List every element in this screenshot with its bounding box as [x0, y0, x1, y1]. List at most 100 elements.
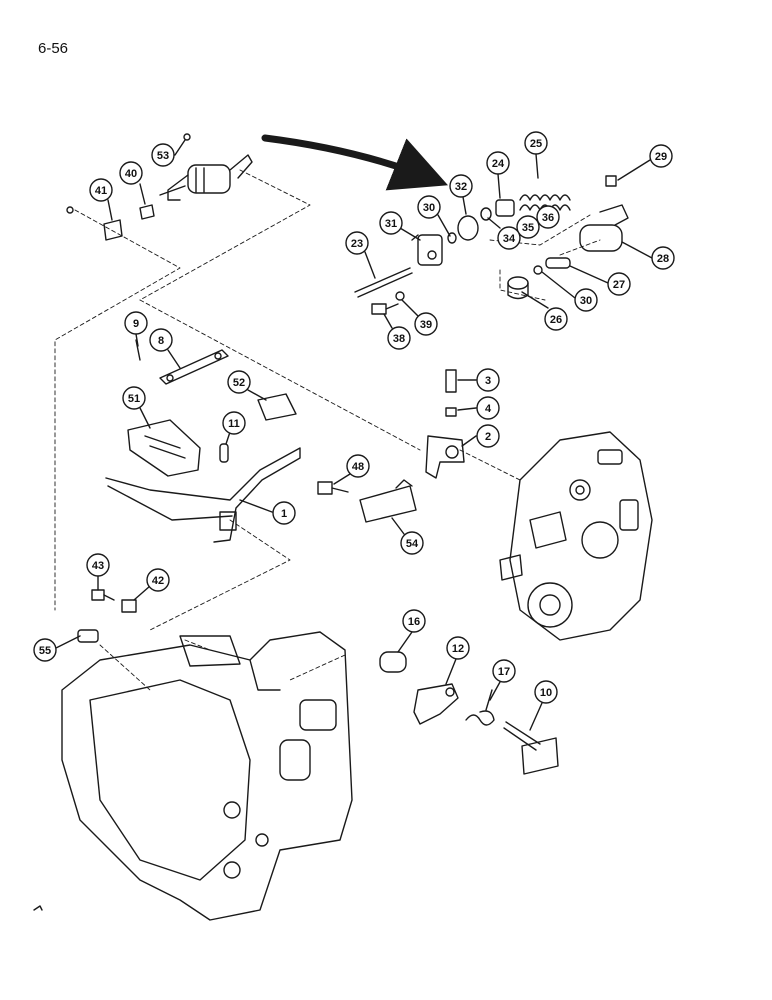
callout-12: 12 — [445, 636, 470, 685]
small-ring-part — [533, 265, 543, 275]
sleeve-16 — [379, 651, 407, 673]
svg-text:51: 51 — [128, 393, 140, 405]
callout-53: 53 — [151, 139, 186, 167]
svg-text:9: 9 — [133, 318, 139, 330]
rod-part — [354, 267, 413, 298]
spring-17 — [465, 689, 495, 726]
callout-32: 32 — [449, 174, 473, 215]
nut-part — [139, 204, 155, 220]
callout-30: 30 — [417, 195, 451, 237]
svg-text:40: 40 — [125, 168, 137, 180]
plug-part — [605, 175, 617, 187]
svg-text:31: 31 — [385, 218, 397, 230]
assembly-leader-lines — [54, 169, 601, 691]
svg-text:54: 54 — [406, 538, 419, 550]
svg-text:4: 4 — [485, 403, 492, 415]
link-plate-part — [159, 349, 229, 385]
callout-55: 55 — [33, 635, 81, 662]
svg-text:30: 30 — [580, 295, 592, 307]
svg-text:28: 28 — [657, 253, 669, 265]
svg-text:55: 55 — [39, 645, 51, 657]
callout-42: 42 — [133, 568, 170, 601]
callout-39: 39 — [401, 299, 438, 336]
nut-small-part — [445, 407, 457, 417]
callout-4: 4 — [457, 396, 500, 420]
svg-text:41: 41 — [95, 185, 107, 197]
svg-text:42: 42 — [152, 575, 164, 587]
svg-text:30: 30 — [423, 202, 435, 214]
svg-text:36: 36 — [542, 212, 554, 224]
callout-43: 43 — [86, 553, 110, 591]
page-number: 6-56 — [38, 40, 69, 57]
svg-text:10: 10 — [540, 687, 552, 699]
curved-direction-arrow — [261, 134, 448, 191]
block-part — [103, 219, 123, 241]
svg-text:35: 35 — [522, 222, 534, 234]
callout-40: 40 — [119, 161, 146, 205]
callout-30b: 30 — [541, 271, 598, 312]
callout-8: 8 — [149, 328, 181, 369]
pedal-pad — [127, 419, 201, 477]
washer-part — [395, 291, 405, 301]
svg-text:25: 25 — [530, 138, 542, 150]
svg-text:16: 16 — [408, 616, 420, 628]
svg-text:17: 17 — [498, 666, 510, 678]
svg-text:12: 12 — [452, 643, 464, 655]
callout-17: 17 — [489, 659, 516, 701]
svg-text:1: 1 — [281, 508, 287, 520]
bolt-part — [371, 303, 399, 315]
hydraulic-pump — [499, 431, 653, 641]
svg-text:23: 23 — [351, 238, 363, 250]
plate-42 — [121, 599, 137, 613]
callout-41: 41 — [89, 178, 113, 221]
fitting-55 — [77, 629, 99, 643]
screw-part-48 — [317, 481, 349, 495]
clip-plate-part — [359, 479, 417, 523]
callout-27: 27 — [569, 265, 631, 296]
pin-part — [545, 257, 571, 269]
lever-12 — [413, 683, 459, 725]
callout-11: 11 — [222, 411, 246, 445]
valve-spool-housing — [411, 234, 443, 266]
svg-text:3: 3 — [485, 375, 491, 387]
callout-54: 54 — [391, 517, 424, 555]
svg-text:53: 53 — [157, 150, 169, 162]
callout-31: 31 — [379, 211, 421, 241]
fastener-dot — [66, 206, 74, 214]
callout-9: 9 — [124, 311, 148, 347]
callout-29: 29 — [617, 144, 673, 181]
spring-pin-part — [219, 443, 229, 463]
plunger-part — [495, 199, 515, 217]
svg-text:2: 2 — [485, 431, 491, 443]
svg-text:24: 24 — [492, 158, 505, 170]
svg-text:34: 34 — [503, 233, 516, 245]
callout-38: 38 — [383, 313, 411, 350]
callout-51: 51 — [122, 386, 151, 429]
o-ring-part — [447, 207, 492, 244]
callout-35: 35 — [516, 215, 540, 239]
transmission-housing — [61, 631, 353, 921]
svg-text:11: 11 — [228, 418, 240, 430]
screw-part — [445, 369, 457, 393]
pedal-arm — [105, 447, 301, 543]
bolt-43 — [91, 589, 115, 601]
callout-26: 26 — [521, 291, 568, 331]
callout-group: 53 40 41 32 24 25 29 30 31 36 35 34 23 2… — [33, 131, 675, 731]
svg-text:29: 29 — [655, 151, 667, 163]
pad-part — [257, 393, 297, 421]
bracket-lever — [425, 435, 465, 479]
stray-mark — [33, 905, 43, 911]
svg-text:38: 38 — [393, 333, 405, 345]
svg-text:52: 52 — [233, 377, 245, 389]
callout-34: 34 — [487, 217, 521, 250]
svg-text:32: 32 — [455, 181, 467, 193]
cylinder-part — [579, 204, 629, 252]
callout-36: 36 — [536, 205, 560, 229]
solenoid-assembly — [159, 133, 253, 201]
callout-2: 2 — [461, 424, 500, 448]
shaft-10 — [503, 721, 559, 775]
callout-10: 10 — [529, 680, 558, 731]
svg-text:8: 8 — [158, 335, 164, 347]
